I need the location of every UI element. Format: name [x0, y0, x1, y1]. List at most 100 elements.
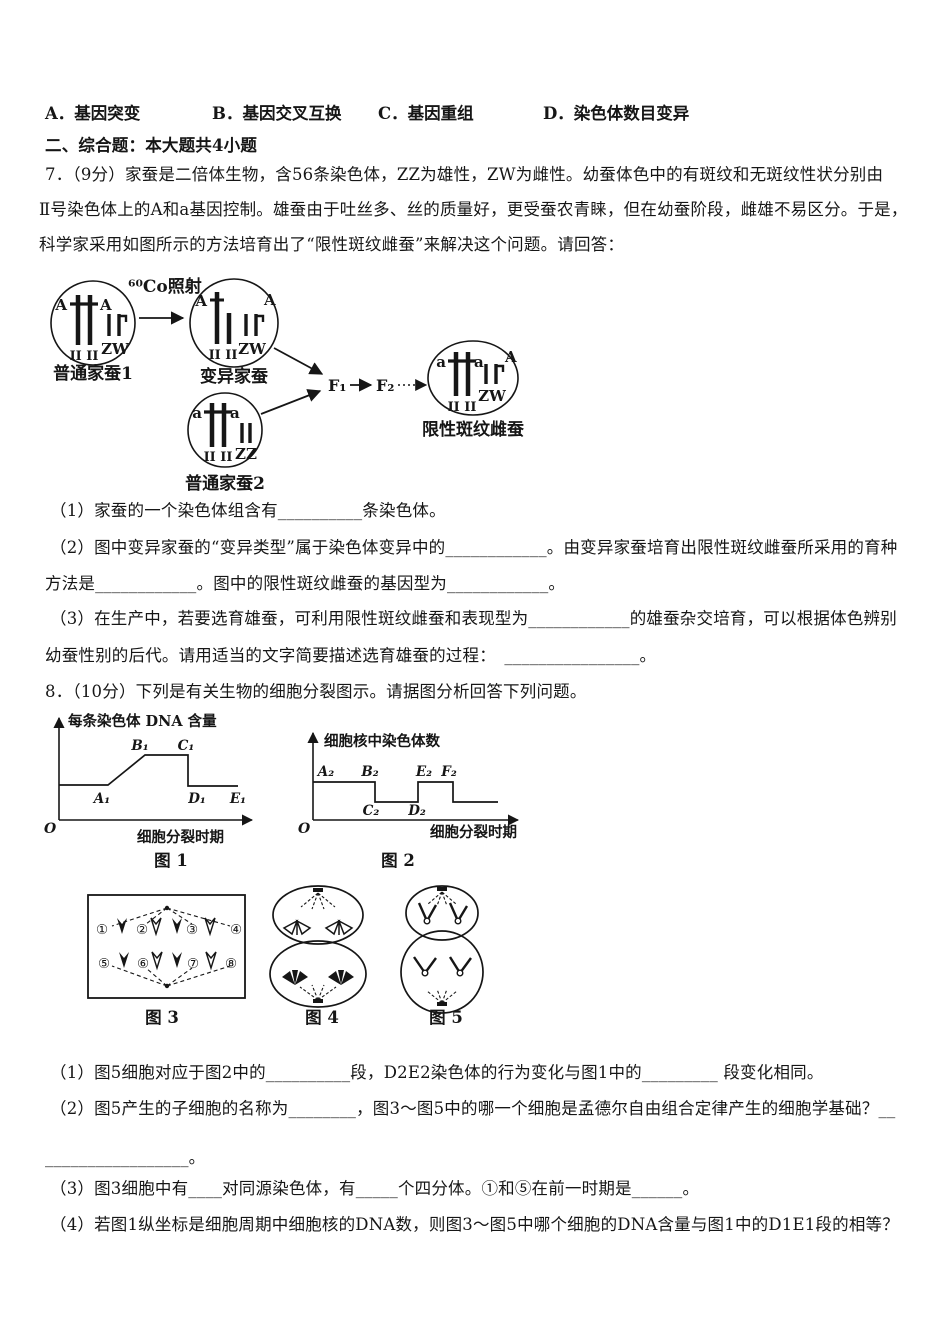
aster-bottom [426, 988, 458, 1004]
sex-chromosome-label: ZW [101, 340, 130, 358]
fig1-point-D1: D₁ [187, 791, 206, 807]
chrom-num-6: ⑥ [137, 956, 149, 972]
spindle-fibers-top [111, 907, 231, 927]
aster-top [300, 892, 336, 910]
chrom-num-1: ① [96, 922, 108, 938]
gene-label: a [192, 404, 202, 422]
translocated-gene-label: A [263, 291, 276, 309]
fig2-point-E2: E₂ [415, 764, 432, 780]
q8-sub2-line1: （2）图5产生的子细胞的名称为________，图3～图5中的哪一个细胞是孟德尔… [50, 1099, 896, 1118]
fig2-point-F2: F₂ [440, 764, 457, 780]
fig2-caption: 图 2 [381, 851, 415, 870]
cobalt-irradiation-label: ⁶⁰Co照射 [128, 276, 202, 297]
q8-sub3: （3）图3细胞中有____对同源染色体，有_____个四分体。①和⑤在前一时期是… [50, 1179, 700, 1198]
chromosome-ii-label: II II [448, 400, 477, 415]
arrow-cross-bottom [260, 389, 322, 415]
chromosome-outline [282, 919, 354, 936]
cell-division-figures: O 每条染色体 DNA 含量 A₁ B₁ C₁ D₁ E₁ 细胞分裂时期 图 1… [44, 712, 520, 1027]
cell-sex-limited-female: a a II II A ZW [427, 340, 519, 416]
fig1-chart: O 每条染色体 DNA 含量 A₁ B₁ C₁ D₁ E₁ 细胞分裂时期 图 1 [44, 712, 254, 870]
fig1-curve [59, 754, 238, 787]
option-c: C．基因重组 [378, 104, 474, 123]
chrom-num-3: ③ [186, 922, 198, 938]
fig2-point-C2: C₂ [363, 803, 380, 819]
chromosome-v-ring [413, 902, 472, 974]
centromere-rings [421, 917, 464, 977]
cell-mutant-silkworm: A II II ZW A [189, 278, 279, 368]
fig1-y-label: 每条染色体 DNA 含量 [68, 712, 217, 730]
fig5-cell [400, 885, 484, 1014]
chromosome-solid [282, 970, 354, 985]
fig2-chart: O 细胞核中染色体数 A₂ B₂ C₂ D₂ E₂ F₂ 细胞分裂时期 图 2 [298, 731, 520, 870]
fig2-y-label: 细胞核中染色体数 [324, 732, 440, 750]
fig5-caption: 图 5 [429, 1008, 463, 1027]
q7-stem-line-2: Ⅱ号染色体上的A和a基因控制。雄蚕由于吐丝多、丝的质量好，更受蚕农青睐，但在幼蚕… [39, 200, 908, 219]
cell4-caption: 限性斑纹雌蚕 [422, 419, 524, 440]
cell3-caption: 普通家蚕2 [185, 473, 265, 494]
fig1-caption: 图 1 [154, 851, 188, 870]
chrom-num-4: ④ [230, 922, 242, 938]
sex-chromosome-label: ZZ [235, 445, 257, 463]
silkworm-breeding-diagram: A A II II ZW 普通家蚕1 ⁶⁰Co照射 A II II ZW A 变… [50, 276, 524, 494]
q8-sub2-line2: _________________。 [45, 1148, 206, 1167]
aster-top [427, 891, 457, 907]
gene-label: A [54, 296, 67, 314]
chrom-num-5: ⑤ [98, 956, 110, 972]
q7-stem-line-1: 7．（9分）家蚕是二倍体生物，含56条染色体，ZZ为雄性，ZW为雌性。幼蚕体色中… [45, 165, 884, 184]
spindle-pole-bottom [313, 999, 323, 1003]
chrom-num-8: ⑧ [225, 956, 237, 972]
fig2-point-D2: D₂ [407, 803, 426, 819]
fig1-point-B1: B₁ [130, 738, 148, 754]
fig2-point-B2: B₂ [360, 764, 378, 780]
fig3-chromosomes [117, 917, 217, 969]
chromosome-ii-label: II II [209, 348, 238, 363]
fig2-point-A2: A₂ [316, 764, 334, 780]
chromosome-ii-label: II II [70, 349, 99, 364]
gene-label: a [436, 353, 446, 371]
fig4-cell [269, 885, 367, 1008]
translocated-gene-label: A [504, 348, 517, 366]
fig1-origin: O [44, 821, 57, 837]
arrow-cross-top [273, 347, 324, 375]
option-a: A．基因突变 [45, 104, 141, 123]
fig2-x-label: 细胞分裂时期 [430, 823, 517, 841]
gene-label: A [194, 292, 207, 310]
q7-sub2-line2: 方法是____________。图中的限性斑纹雌蚕的基因型为__________… [45, 574, 566, 593]
q7-sub1: （1）家蚕的一个染色体组含有__________条染色体。 [50, 501, 446, 520]
section-header: 二、综合题：本大题共4小题 [45, 136, 258, 155]
sex-chromosome-label: ZW [238, 340, 267, 358]
option-d: D．染色体数目变异 [543, 104, 690, 123]
fig1-x-label: 细胞分裂时期 [137, 828, 224, 846]
fig1-point-C1: C₁ [178, 738, 195, 754]
cell1-caption: 普通家蚕1 [53, 363, 133, 384]
cell-normal-silkworm-1: A A II II ZW [50, 280, 136, 366]
q7-stem-line-3: 科学家采用如图所示的方法培育出了“限性斑纹雌蚕”来解决这个问题。请回答： [39, 235, 625, 254]
q7-sub3-line1: （3）在生产中，若要选育雄蚕，可利用限性斑纹雌蚕和表现型为___________… [50, 609, 897, 628]
gene-label: a [474, 353, 484, 371]
fig3-caption: 图 3 [145, 1008, 179, 1027]
f1-label: F₁ [328, 376, 346, 395]
spindle-pole-bottom [437, 1002, 447, 1006]
spindle-fibers-bottom [111, 965, 231, 987]
chrom-num-7: ⑦ [187, 956, 199, 972]
q8-sub1: （1）图5细胞对应于图2中的__________段，D2E2染色体的行为变化与图… [50, 1063, 824, 1082]
q8-stem: 8．（10分）下列是有关生物的细胞分裂图示。请据图分析回答下列问题。 [45, 682, 587, 701]
fig1-point-A1: A₁ [92, 791, 110, 807]
q7-sub3-line2: 幼蚕性别的后代。请用适当的文字简要描述选育雄蚕的过程： ____________… [45, 646, 657, 665]
spindle-pole-top [437, 887, 447, 891]
q8-sub4: （4）若图1纵坐标是细胞周期中细胞核的DNA数，则图3～图5中哪个细胞的DNA含… [50, 1215, 899, 1234]
cell2-caption: 变异家蚕 [200, 366, 268, 387]
option-b: B．基因交叉互换 [212, 104, 342, 123]
fig1-point-E1: E₁ [229, 791, 246, 807]
aster-bottom [299, 984, 337, 1001]
fig4-caption: 图 4 [305, 1008, 339, 1027]
fig2-origin: O [298, 821, 311, 837]
gene-label: a [230, 404, 240, 422]
sex-chromosome-label: ZW [478, 387, 507, 405]
f2-label: F₂ [376, 376, 394, 395]
fig3-cell: ① ② ③ ④ ⑤ ⑥ ⑦ ⑧ 图 3 [87, 894, 246, 1027]
fig2-curve [313, 781, 498, 803]
spindle-pole-top [313, 888, 323, 892]
gene-label: A [99, 296, 112, 314]
